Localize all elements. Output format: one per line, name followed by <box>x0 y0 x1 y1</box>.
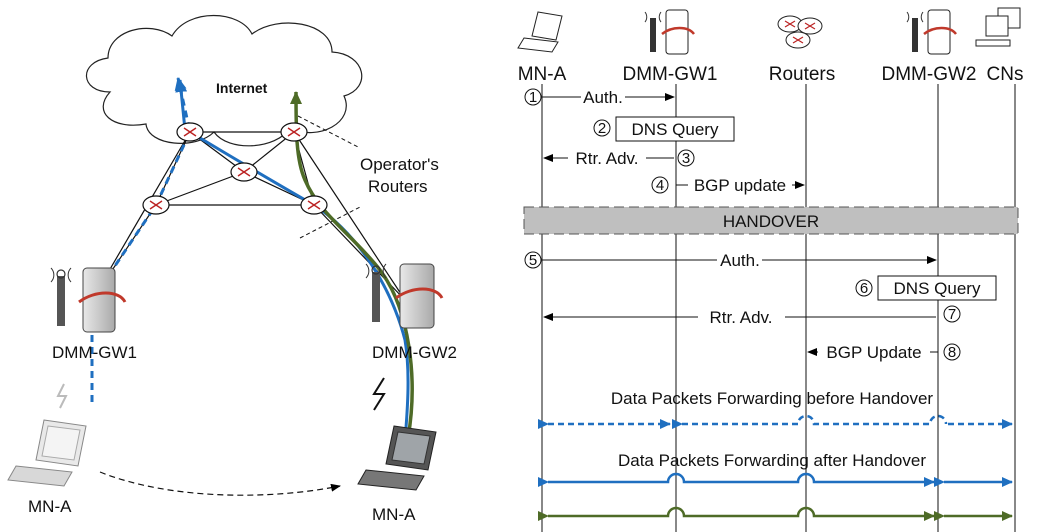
mn-left-laptop-icon <box>7 419 87 487</box>
wireless-link-icon <box>372 377 386 411</box>
router-icon <box>300 195 328 215</box>
before-handover-flow <box>538 414 1013 429</box>
handover-band: HANDOVER <box>523 206 1019 235</box>
entity-label-cns: CNs <box>987 64 1024 85</box>
router-icon <box>142 195 170 215</box>
mn-left-label: MN-A <box>28 497 72 516</box>
message-4: 4 BGP update <box>651 176 805 195</box>
message-6-label: DNS Query <box>894 279 981 298</box>
entity-label-dmm-gw1: DMM-GW1 <box>623 64 718 85</box>
message-3: Rtr. Adv. 3 <box>543 149 695 168</box>
router-links <box>91 131 406 301</box>
internet-label: Internet <box>216 80 268 96</box>
entity-label-mn-a: MN-A <box>518 64 567 85</box>
sequence-panel: MN-A DMM-GW1 Routers DMM-GW2 CNs 1 Auth.… <box>517 7 1024 532</box>
cns-icon <box>975 7 1021 47</box>
gateway-icon <box>644 9 695 55</box>
internet-cloud <box>85 15 363 147</box>
operator-routers-line2: Routers <box>368 177 428 196</box>
movement-arrow <box>99 471 341 496</box>
message-5: 5 Auth. <box>524 251 937 270</box>
router-icons <box>142 122 328 215</box>
entity-label-dmm-gw2: DMM-GW2 <box>882 64 977 85</box>
laptop-icon <box>517 11 563 53</box>
operator-routers-label: Operator's Routers <box>360 155 444 196</box>
mn-right-label: MN-A <box>372 505 416 524</box>
message-4-label: BGP update <box>694 176 786 195</box>
message-2: 2 DNS Query <box>593 116 735 142</box>
message-1: 1 Auth. <box>524 88 675 107</box>
operator-routers-line1: Operator's <box>360 155 439 174</box>
message-1-label: Auth. <box>583 88 623 107</box>
handover-label: HANDOVER <box>723 212 819 231</box>
gw2-icon <box>365 263 444 329</box>
message-8-label: BGP Update <box>826 343 921 362</box>
gw1-icon <box>50 267 127 333</box>
topology-panel: Internet Operator's Routers <box>7 15 457 524</box>
after-handover-label: Data Packets Forwarding after Handover <box>618 451 926 470</box>
message-6: 6 DNS Query <box>855 275 997 301</box>
routers-icon <box>777 15 823 49</box>
mn-right-laptop-icon <box>357 425 437 491</box>
entity-label-routers: Routers <box>769 64 836 85</box>
green-path <box>290 91 414 439</box>
gw2-label: DMM-GW2 <box>372 343 457 362</box>
router-icon <box>176 122 204 142</box>
message-2-label: DNS Query <box>632 120 719 139</box>
message-7-label: Rtr. Adv. <box>710 308 773 327</box>
router-icon <box>280 122 308 142</box>
message-3-number: 3 <box>682 150 690 167</box>
after-handover-flow-blue <box>538 472 1013 487</box>
after-handover-flow-green <box>538 506 1013 521</box>
message-8-number: 8 <box>948 344 956 361</box>
before-handover-label: Data Packets Forwarding before Handover <box>611 389 934 408</box>
router-icon <box>230 162 258 182</box>
message-5-number: 5 <box>529 252 537 269</box>
gw1-label: DMM-GW1 <box>52 343 137 362</box>
message-8: BGP Update 8 <box>807 343 961 362</box>
message-6-number: 6 <box>860 280 868 297</box>
message-5-label: Auth. <box>720 251 760 270</box>
message-7: Rtr. Adv. 7 <box>543 305 961 327</box>
gateway-icon <box>906 9 957 55</box>
message-3-label: Rtr. Adv. <box>576 149 639 168</box>
lifelines <box>541 84 1016 532</box>
message-1-number: 1 <box>529 89 537 106</box>
message-2-number: 2 <box>598 120 606 137</box>
message-4-number: 4 <box>656 177 664 194</box>
message-7-number: 7 <box>948 306 956 323</box>
